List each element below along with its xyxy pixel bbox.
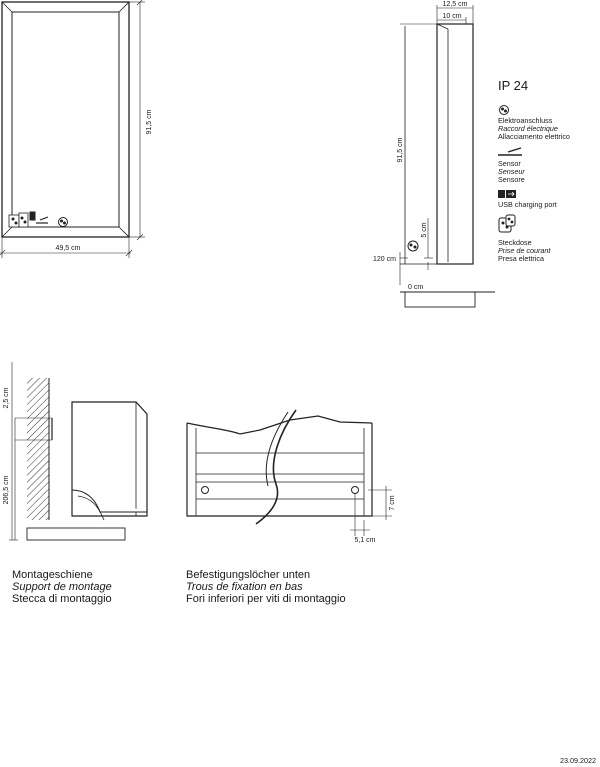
cabinet-inner-frame [11, 11, 120, 228]
side-view [399, 5, 495, 308]
rail-floor-block [26, 527, 126, 541]
usb-icon [29, 211, 36, 221]
legend-sensor-de: Sensor [498, 159, 521, 168]
fixing-hole-left [201, 486, 209, 494]
legend-electrical-de: Elektroanschluss [498, 116, 553, 125]
rail-caption-de: Montageschiene [12, 569, 93, 581]
holes-offset-label: 5,1 cm [354, 537, 375, 544]
legend-electrical-icon [499, 105, 509, 115]
cabinet-outer-frame [1, 1, 130, 238]
socket-icon [8, 212, 29, 228]
side-floor-height-label: 120 cm [373, 256, 396, 263]
wall-hatch [27, 378, 49, 520]
footer-date: 23.09.2022 [560, 756, 596, 765]
legend-socket-fr: Prise de courant [498, 246, 551, 255]
legend-socket-de: Steckdose [498, 238, 532, 247]
legend-usb-icon [498, 190, 516, 198]
rail-top-offset-label: 2,5 cm [3, 387, 10, 408]
holes-detail [186, 409, 392, 536]
side-height-label: 91,5 cm [397, 137, 404, 162]
holes-caption-fr: Trous de fixation en bas [186, 581, 303, 593]
side-floor-label: 0 cm [408, 284, 423, 291]
side-depth-label: 12,5 cm [443, 1, 468, 8]
fixing-hole-right [351, 486, 359, 494]
rail-height-label: 206,5 cm [3, 475, 10, 504]
front-height-dimension [129, 0, 145, 241]
front-view [0, 0, 145, 258]
legend-sensor-it: Sensore [498, 175, 525, 184]
front-width-label: 49,5 cm [56, 245, 81, 252]
cable [255, 409, 297, 525]
legend-socket-it: Presa elettrica [498, 254, 544, 263]
front-width-dimension [0, 237, 133, 258]
legend-electrical-it: Allacciamento elettrico [498, 132, 570, 141]
legend: IP 24 Elektroanschluss Raccord électriqu… [498, 78, 570, 263]
holes-caption-de: Befestigungslöcher unten [186, 569, 310, 581]
side-inner-depth-label: 10 cm [442, 13, 461, 20]
sensor-icon [36, 216, 49, 224]
holes-caption-it: Fori inferiori per viti di montaggio [186, 593, 346, 605]
floor-block [404, 291, 476, 308]
side-socket-offset-label: 5 cm [421, 222, 428, 237]
rail-caption-fr: Support de montage [12, 581, 112, 593]
legend-sensor-icon [498, 147, 522, 156]
holes-height-label: 7 cm [389, 495, 396, 510]
rail-detail [9, 362, 148, 541]
rail-caption-it: Stecca di montaggio [12, 593, 112, 605]
side-body [436, 23, 474, 265]
front-height-label: 91,5 cm [146, 109, 153, 134]
legend-sensor-fr: Senseur [498, 167, 525, 176]
legend-electrical-fr: Raccord électrique [498, 124, 558, 133]
legend-socket-icon [498, 214, 516, 233]
ip-rating: IP 24 [498, 78, 528, 93]
side-socket-icon [407, 240, 419, 252]
legend-usb: USB charging port [498, 200, 557, 209]
electrical-connection-icon [58, 217, 68, 227]
